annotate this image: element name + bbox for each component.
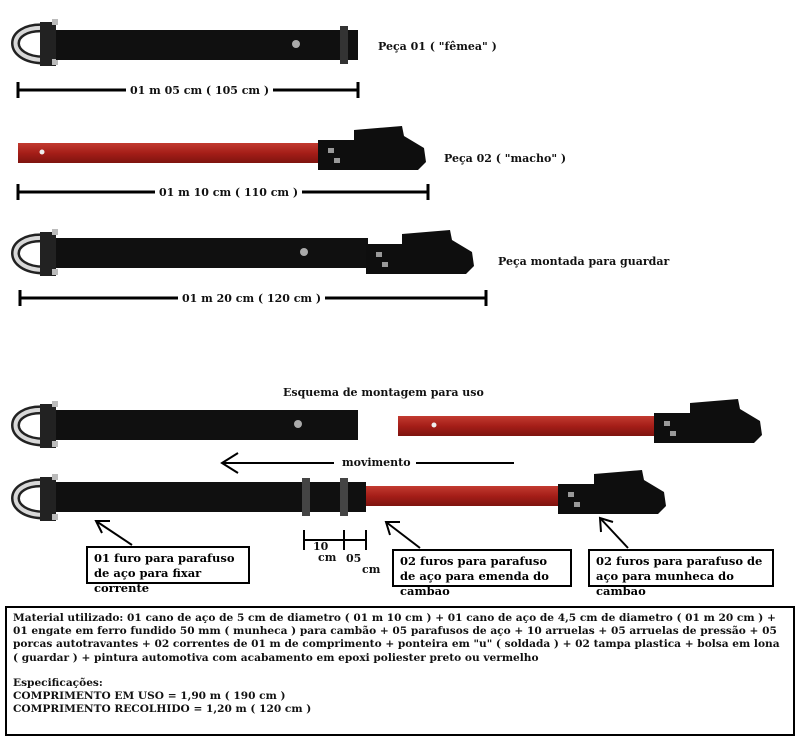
assembly-top-male [398,399,762,443]
offset-dims [303,530,367,550]
spec-length-stored: COMPRIMENTO RECOLHIDO = 1,20 m ( 120 cm … [13,703,312,716]
piece-01-label: Peça 01 ( "fêmea" ) [378,40,497,53]
callout-joint-holes: 02 furos para parafuso de aço para emend… [392,549,572,598]
callout-hitch-holes: 02 furos para parafuso de aço para munhe… [588,549,774,598]
piece-02-drawing [18,126,426,170]
piece-assembled-dim: 01 m 20 cm ( 120 cm ) [178,292,326,305]
piece-01-dim: 01 m 05 cm ( 105 cm ) [126,84,274,97]
piece-02-label: Peça 02 ( "macho" ) [444,152,567,165]
assembled-stored-drawing [16,229,474,276]
materials-text: Material utilizado: 01 cano de aço de 5 … [13,612,780,664]
assembly-title: Esquema de montagem para uso [283,386,484,399]
piece-02-dim: 01 m 10 cm ( 110 cm ) [155,186,303,199]
callout-arrows [94,516,629,549]
piece-01-drawing [16,19,358,66]
materials-box: Material utilizado: 01 cano de aço de 5 … [5,606,795,736]
spec-length-in-use: COMPRIMENTO EM USO = 1,90 m ( 190 cm ) [13,690,286,703]
specs-title: Especificações: [13,676,103,689]
dim-cm-2: cm [362,563,381,576]
piece-assembled-label: Peça montada para guardar [498,255,670,268]
assembly-bottom-joined [16,470,666,521]
dim-cm-1: cm [318,551,337,564]
movement-label: movimento [342,456,411,469]
dim-05-label: 05 [346,552,362,565]
callout-chain-hole: 01 furo para parafuso de aço para fixar … [86,546,250,595]
dim-10-label: 10 [313,540,329,553]
assembly-top-female [16,401,358,448]
movement-arrow [220,452,514,474]
